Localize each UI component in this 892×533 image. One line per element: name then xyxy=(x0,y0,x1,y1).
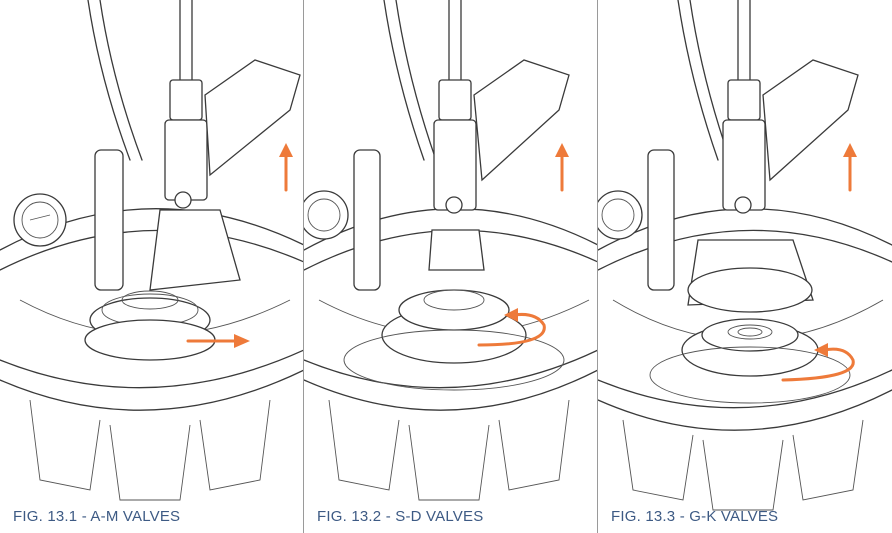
rotate-arrow xyxy=(781,347,855,382)
keg-rim-lower xyxy=(304,349,597,389)
pressure-gauge xyxy=(598,190,643,240)
figure-caption: FIG. 13.2 - S-D VALVES xyxy=(317,508,484,525)
gas-valve xyxy=(647,149,675,291)
g-k-valve-illustration xyxy=(598,0,892,511)
figure-caption: FIG. 13.1 - A-M VALVES xyxy=(13,508,181,525)
keg-rim-lower xyxy=(598,369,892,409)
coupler-head xyxy=(169,79,203,121)
coupler-head xyxy=(727,79,761,121)
a-m-valve-illustration xyxy=(0,0,303,501)
gas-valve xyxy=(353,149,381,291)
beer-hose xyxy=(383,0,425,161)
gas-valve xyxy=(94,149,124,291)
beer-hose xyxy=(677,0,719,161)
coupler-handle xyxy=(762,59,859,182)
coupler-head xyxy=(438,79,472,121)
pressure-gauge xyxy=(304,190,349,240)
figure-caption: FIG. 13.3 - G-K VALVES xyxy=(611,508,779,525)
s-d-valve-illustration xyxy=(304,0,597,501)
figure-panel-g-k: FIG. 13.3 - G-K VALVES xyxy=(598,0,892,533)
figure-panel-s-d: FIG. 13.2 - S-D VALVES xyxy=(304,0,598,533)
beer-hose xyxy=(87,0,131,161)
coupler-handle xyxy=(204,59,301,177)
keg-rim-lower xyxy=(0,349,303,389)
figure-panel-a-m: FIG. 13.1 - A-M VALVES xyxy=(0,0,304,533)
rotate-arrow xyxy=(477,313,546,347)
coupler-handle xyxy=(473,59,570,182)
